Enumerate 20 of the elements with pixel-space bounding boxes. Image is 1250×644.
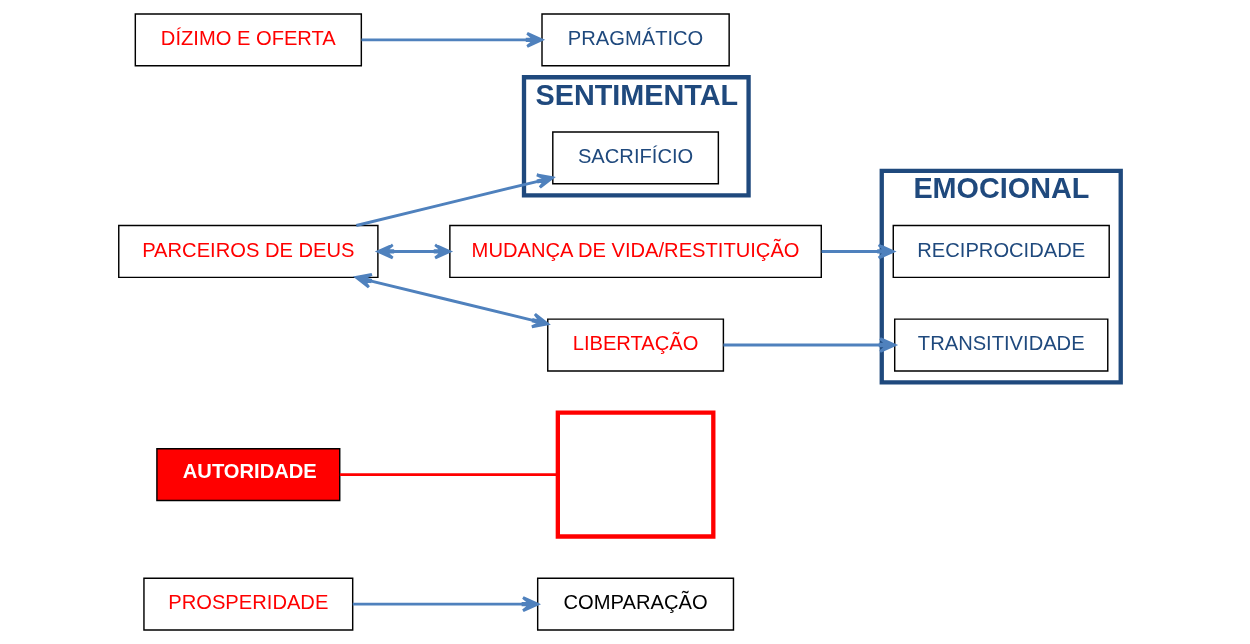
node-box: TRANSITIVIDADE	[893, 318, 1108, 372]
connector	[339, 473, 558, 477]
arrow	[821, 243, 895, 260]
node-box: SACRIFÍCIO	[551, 131, 719, 185]
node-box: COMPARAÇÃO	[536, 577, 734, 631]
arrow	[360, 31, 543, 48]
node-box: LIBERTAÇÃO	[546, 318, 724, 372]
arrow	[352, 596, 539, 613]
node-box: RECIPROCIDADE	[892, 224, 1110, 279]
arrow	[354, 273, 549, 329]
arrow	[376, 243, 451, 260]
node-box: AUTORIDADE	[155, 447, 340, 502]
node-box: PARCEIROS DE DEUS	[117, 224, 379, 279]
arrow	[722, 337, 896, 353]
node-box: PROSPERIDADE	[142, 577, 353, 631]
node-box	[555, 410, 715, 539]
arrow	[355, 173, 554, 227]
node-box: DÍZIMO E OFERTA	[134, 13, 362, 67]
node-box: MUDANÇA DE VIDA/RESTITUIÇÃO	[448, 224, 822, 279]
node-box: PRAGMÁTICO	[540, 13, 730, 67]
